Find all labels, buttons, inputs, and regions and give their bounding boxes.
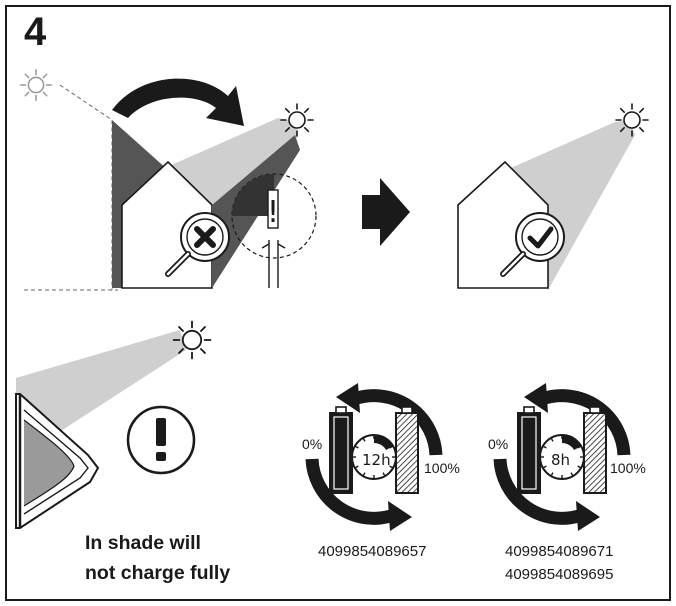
charge-diagram-12h: [305, 383, 443, 531]
charge-b-duration: 8h: [551, 451, 571, 469]
step-number: 4: [24, 10, 46, 54]
exclamation-icon: [126, 405, 196, 475]
sun-icon: [280, 103, 314, 137]
magnifier-check-icon: [500, 212, 565, 277]
charge-a-full-label: 100%: [424, 460, 460, 476]
product-code-b1: 4099854089671: [505, 543, 614, 560]
product-code-a1: 4099854089657: [318, 543, 427, 560]
charge-a-duration: 12h: [362, 451, 391, 469]
charge-b-full-label: 100%: [610, 460, 646, 476]
cycle-arrowhead-lower: [576, 501, 600, 531]
sun-icon-faded: [20, 69, 52, 101]
shade-warning-scene: [15, 320, 212, 529]
next-arrow-icon: [362, 178, 410, 246]
battery-icon-empty: [329, 412, 353, 494]
warning-line-1: In shade will: [85, 532, 201, 554]
sun-icon: [615, 103, 649, 137]
svg-text:!: !: [267, 195, 279, 230]
outer-frame: [5, 5, 671, 601]
product-code-b2: 4099854089695: [505, 566, 614, 583]
cycle-arrowhead-upper: [336, 383, 360, 413]
cycle-arrowhead-upper: [524, 383, 548, 413]
warning-line-2: not charge fully: [85, 562, 231, 584]
magnifier-cross-icon: [165, 212, 230, 277]
curved-arrow-icon: [112, 78, 244, 126]
charge-a-empty-label: 0%: [302, 436, 323, 452]
sun-icon: [172, 320, 212, 360]
charge-b-empty-label: 0%: [488, 436, 509, 452]
charge-diagram-8h: [493, 383, 631, 531]
battery-icon-empty: [517, 412, 541, 494]
battery-icon-full: [395, 412, 419, 494]
wrong-placement-scene: !: [20, 69, 317, 291]
cycle-arrow-lower: [493, 458, 585, 525]
cycle-arrow-lower: [305, 458, 397, 525]
battery-icon-full: [583, 412, 607, 494]
correct-placement-scene: [457, 103, 649, 290]
cycle-arrowhead-lower: [388, 501, 412, 531]
